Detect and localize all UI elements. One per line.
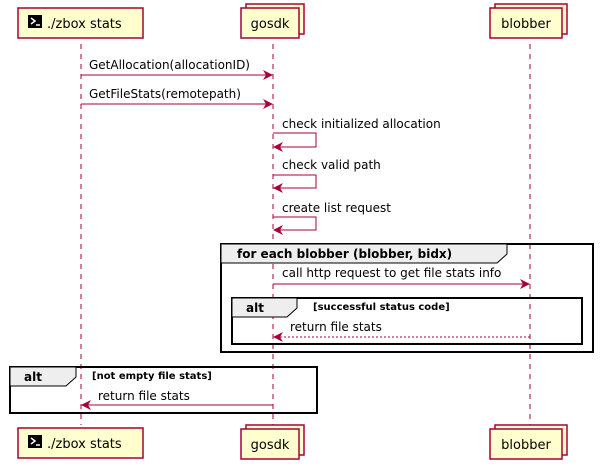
svg-text:call http request to get file: call http request to get file stats info — [282, 266, 501, 280]
terminal-icon — [28, 435, 42, 448]
participant-gosdk-bottom: gosdk — [240, 424, 305, 460]
fragment-loop: for each blobber (blobber, bidx) — [220, 243, 594, 353]
message-return-file-stats-zbox: return file stats — [81, 389, 273, 410]
svg-text:blobber: blobber — [501, 17, 551, 32]
svg-text:./zbox stats: ./zbox stats — [47, 437, 122, 452]
svg-text:gosdk: gosdk — [251, 438, 290, 453]
message-return-file-stats-blobber: return file stats — [273, 320, 530, 342]
svg-text:./zbox stats: ./zbox stats — [47, 17, 122, 32]
participant-zbox-bottom: ./zbox stats — [17, 427, 144, 459]
svg-text:blobber: blobber — [501, 438, 551, 453]
svg-text:GetFileStats(remotepath): GetFileStats(remotepath) — [89, 87, 241, 101]
svg-text:GetAllocation(allocationID): GetAllocation(allocationID) — [89, 58, 250, 72]
svg-text:check valid path: check valid path — [282, 158, 381, 172]
message-create-list-request: create list request — [273, 201, 391, 235]
svg-text:create list request: create list request — [282, 201, 391, 215]
message-get-file-stats: GetFileStats(remotepath) — [81, 87, 273, 109]
message-check-valid-path: check valid path — [273, 158, 381, 193]
message-get-allocation: GetAllocation(allocationID) — [81, 58, 273, 80]
fragment-loop-keyword: for each blobber (blobber, bidx) — [237, 247, 452, 261]
participant-blobber-top: blobber — [489, 3, 568, 39]
participant-gosdk-top: gosdk — [240, 3, 305, 39]
message-call-http-request: call http request to get file stats info — [273, 266, 530, 289]
participant-zbox-top: ./zbox stats — [17, 7, 144, 39]
svg-text:return file stats: return file stats — [290, 320, 382, 334]
fragment-alt-inner-keyword: alt — [246, 301, 264, 315]
fragment-alt-outer-keyword: alt — [24, 370, 42, 384]
terminal-icon — [28, 15, 42, 28]
message-check-initialized-allocation: check initialized allocation — [273, 117, 441, 152]
fragment-alt-inner-condition: [successful status code] — [313, 302, 450, 313]
fragment-alt-outer-condition: [not empty file stats] — [92, 371, 212, 382]
svg-text:check initialized allocation: check initialized allocation — [282, 117, 441, 131]
participant-blobber-bottom: blobber — [489, 424, 568, 460]
fragment-alt-outer: alt [not empty file stats] — [9, 366, 318, 414]
fragment-alt-inner: alt [successful status code] — [231, 297, 583, 345]
svg-text:gosdk: gosdk — [251, 17, 290, 32]
svg-text:return file stats: return file stats — [98, 389, 190, 403]
